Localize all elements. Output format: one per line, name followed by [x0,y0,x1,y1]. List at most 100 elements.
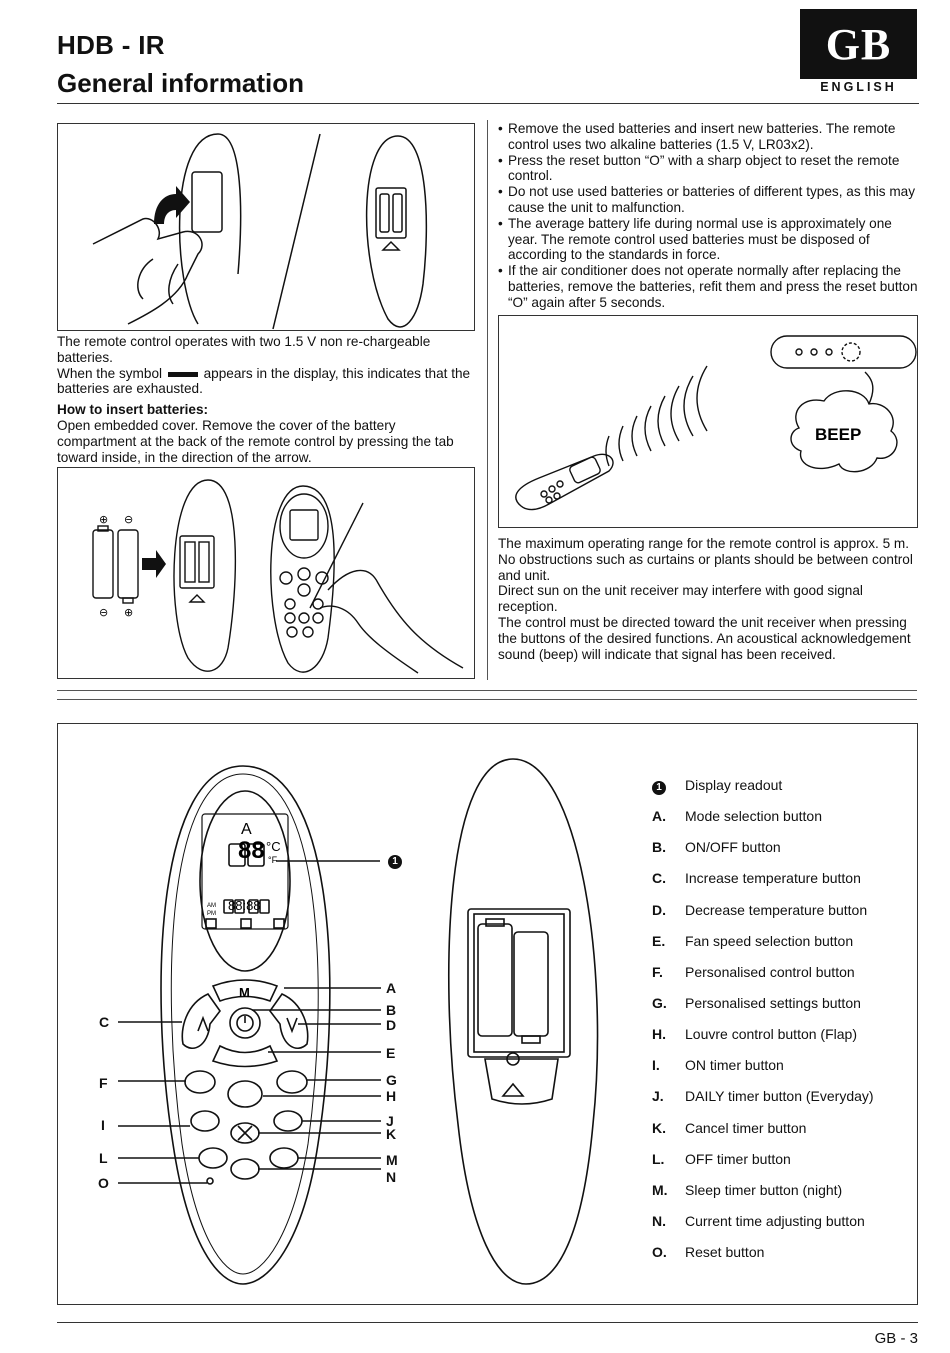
legend-key: H. [652,1026,666,1043]
range-line: The maximum operating range for the remo… [498,536,910,551]
battery-bullets: Remove the used batteries and insert new… [498,121,918,311]
display-am: AM [207,903,216,909]
legend-row: F. Personalised control button [652,964,922,995]
callout-f: F [99,1075,108,1091]
display-pm: PM [207,911,216,917]
legend-key: M. [652,1181,668,1198]
callout-b: B [386,1002,397,1018]
plus-symbol-b: ⊕ [124,607,133,619]
page-number: GB - 3 [874,1330,918,1347]
button-legend: 1 Display readout A. Mode selection button… [652,777,922,1275]
display-mode-letter: A [241,821,252,838]
minus-symbol-a: ⊖ [124,514,133,526]
callout-display: 1 [388,855,402,869]
range-line: The control must be directed toward the … [498,614,911,662]
model-title: HDB - IR [57,30,165,60]
display-celsius: °C [266,839,281,854]
bullet-item: Remove the used batteries and insert new… [498,121,918,153]
callout-h: H [386,1088,397,1104]
legend-row: I.ON timer button [652,1057,922,1088]
legend-label: Decrease temperature button [685,901,868,918]
legend-row: K. Cancel timer button [652,1120,922,1151]
legend-label: Mode selection button [685,808,822,825]
legend-label: Personalised control button [685,963,855,980]
display-time: 88:88 [228,898,261,913]
header-rule [57,103,919,104]
battery-cover-illustration [92,133,428,330]
battery-symbol-icon [167,371,198,377]
figure-beep: BEEP [498,315,918,528]
legend-key-display: 1 [652,781,666,795]
battery-info-text: The remote control operates with two 1.5… [57,334,477,465]
legend-key: N. [652,1212,666,1229]
legend-row: L.OFF timer button [652,1151,922,1182]
callout-g: G [386,1072,397,1088]
column-divider [487,120,488,680]
insert-batteries-illustration: ⊕ ⊖ ⊖ ⊕ [92,479,464,674]
remote-diagram-frame: 88 °C °F 88:88 AM PM A M 1 A B D E G H J… [57,723,918,1305]
legend-label: Increase temperature button [685,870,861,887]
figure-battery-cover [57,123,475,331]
legend-key: B. [652,839,666,856]
legend-row: O.Reset button [652,1244,922,1275]
section-rule-bottom [57,699,917,700]
legend-label: Display readout [685,777,783,793]
beep-label: BEEP [815,425,861,444]
callout-a: A [386,980,397,996]
legend-key: O. [652,1244,667,1261]
range-line: Direct sun on the unit receiver may inte… [498,583,863,615]
legend-label: Sleep timer button (night) [685,1181,843,1198]
legend-key: I. [652,1057,660,1074]
legend-key: F. [652,963,663,980]
legend-label: Cancel timer button [685,1119,807,1136]
range-line: No obstructions such as curtains or plan… [498,551,913,583]
legend-row: C. Increase temperature button [652,870,922,901]
callout-o: O [98,1175,109,1191]
legend-label: Fan speed selection button [685,932,854,949]
beep-illustration: BEEP [515,335,917,511]
legend-row: N. Current time adjusting button [652,1213,922,1244]
callout-k: K [386,1126,397,1142]
bullet-item: If the air conditioner does not operate … [498,263,918,310]
legend-row: J.DAILY timer button (Everyday) [652,1088,922,1119]
legend-label: Personalised settings button [685,994,861,1011]
symbol-before: When the symbol [57,365,163,381]
insert-text: Open embedded cover. Remove the cover of… [57,417,454,465]
callout-e: E [386,1045,396,1061]
bullet-item: The average battery life during normal u… [498,216,918,263]
legend-row: D.Decrease temperature button [652,902,922,933]
section-title: General information [57,68,305,98]
legend-row: E.Fan speed selection button [652,933,922,964]
battery-symbol-line: When the symbol appears in the display, … [57,366,477,398]
language-name: ENGLISH [820,80,897,94]
legend-row: B.ON/OFF button [652,839,922,870]
symbol-after: appears in the display, this indicates t… [57,365,471,397]
language-badge: GB [800,9,917,79]
legend-label: OFF timer button [685,1150,791,1167]
callout-d: D [386,1017,397,1033]
callout-c: C [99,1014,110,1030]
callout-j: J [386,1113,394,1129]
section-rule-top [57,690,917,691]
insert-heading: How to insert batteries: [57,402,209,418]
legend-row: 1 Display readout [652,777,922,808]
legend-key: C. [652,870,666,887]
mode-button-letter: M [239,985,250,1000]
display-digits: 88 [238,837,265,864]
callout-n: N [386,1169,397,1185]
minus-symbol-b: ⊖ [99,607,108,619]
bullet-item: Press the reset button “O” with a sharp … [498,153,918,185]
legend-label: Current time adjusting button [685,1212,865,1229]
legend-key: G. [652,994,667,1011]
footer-rule [57,1322,918,1323]
bullet-item: Do not use used batteries or batteries o… [498,184,918,216]
plus-symbol-a: ⊕ [99,514,108,526]
figure-insert-batteries: ⊕ ⊖ ⊖ ⊕ [57,467,475,679]
legend-row: A. Mode selection button [652,808,922,839]
callout-m: M [386,1152,398,1168]
legend-key: K. [652,1119,666,1136]
callout-l: L [99,1150,108,1166]
range-text: The maximum operating range for the remo… [498,536,918,662]
legend-row: M. Sleep timer button (night) [652,1182,922,1213]
legend-key: A. [652,808,666,825]
